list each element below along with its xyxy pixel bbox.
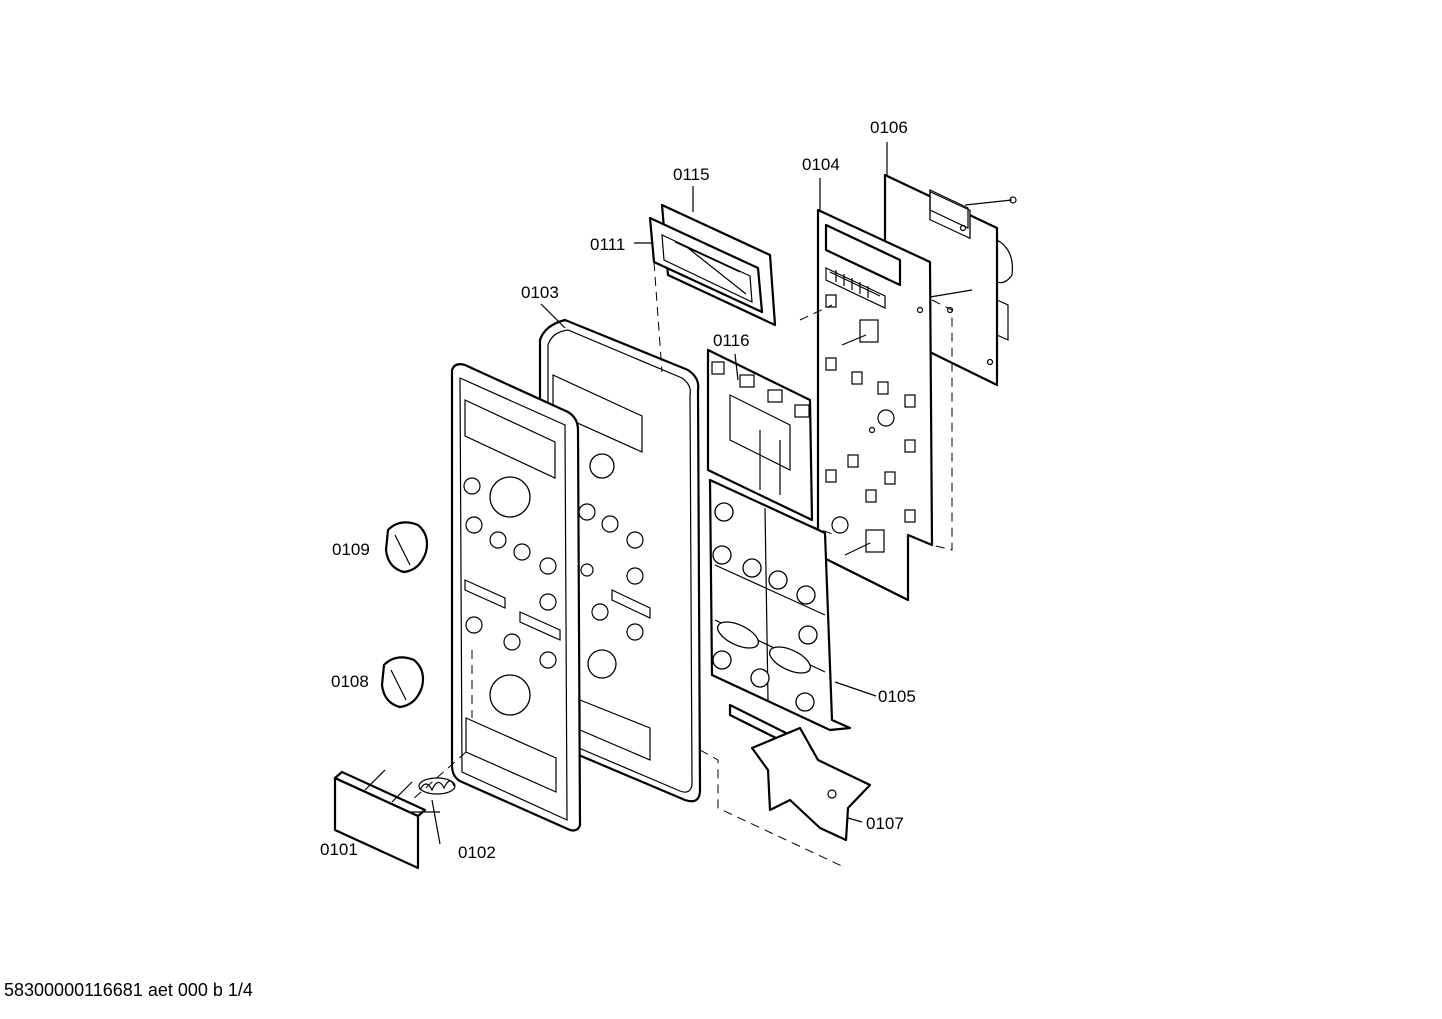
- label-0103: 0103: [521, 283, 559, 302]
- label-0111: 0111: [590, 235, 625, 254]
- label-0106: 0106: [870, 118, 908, 137]
- leader-lines: [431, 142, 888, 845]
- part-0108-knob: [380, 656, 425, 709]
- label-0101: 0101: [320, 840, 358, 859]
- part-0109-knob: [384, 521, 429, 574]
- front-panel: [450, 363, 582, 832]
- label-0109: 0109: [332, 540, 370, 559]
- part-0102-spring: [418, 777, 456, 795]
- label-0105: 0105: [878, 687, 916, 706]
- keypad-buttons: [712, 502, 818, 712]
- part-0104-pcb: [816, 208, 973, 602]
- label-0116: 0116: [713, 331, 750, 350]
- part-labels: 0106 0104 0115 0111 0103 0116 0109 0108 …: [320, 118, 916, 862]
- label-0115: 0115: [673, 165, 710, 184]
- part-0107-lever: [728, 703, 872, 842]
- part-0101-push-button: [333, 769, 440, 870]
- label-0107: 0107: [866, 814, 904, 833]
- label-0102: 0102: [458, 843, 496, 862]
- part-0105-keypad-frame: [708, 478, 852, 732]
- part-0115-display-window: [648, 203, 777, 327]
- drawing-number: 58300000116681 aet 000 b 1/4: [4, 980, 253, 1000]
- label-0104: 0104: [802, 155, 840, 174]
- label-0108: 0108: [331, 672, 369, 691]
- part-0116-contact-mat: [706, 348, 814, 522]
- assembly-guide-lines: [411, 261, 953, 869]
